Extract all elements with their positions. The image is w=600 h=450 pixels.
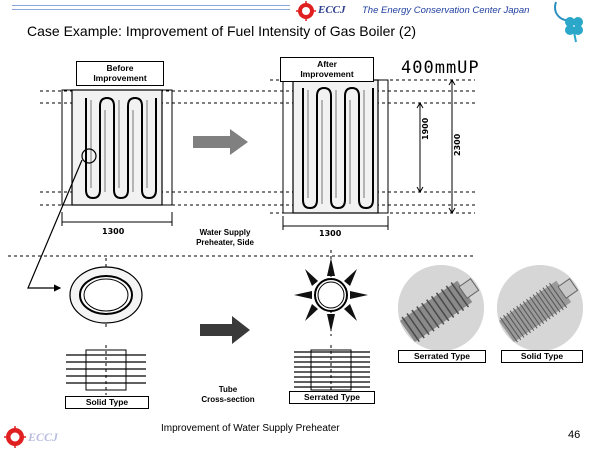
solid-cross-section-drawing <box>69 258 143 330</box>
tube-cross-section-caption: Tube Cross-section <box>188 385 268 405</box>
height-dimension-inner: 1900 <box>421 117 430 140</box>
footer-caption: Improvement of Water Supply Preheater <box>161 423 340 434</box>
header-logo-text: ECCJ <box>318 4 346 16</box>
serrated-tube-photo <box>398 265 484 351</box>
height-increase-text: 400mmUP <box>401 58 480 78</box>
eccj-emblem-icon <box>296 1 316 21</box>
arrow-right-top-icon <box>193 129 248 155</box>
page-number: 46 <box>568 429 581 441</box>
height-dimension-outer: 2300 <box>453 133 462 156</box>
width-dimension-before: 1300 <box>102 227 125 236</box>
side-caption-line1: Water Supply <box>199 228 251 237</box>
slide-title: Case Example: Improvement of Fuel Intens… <box>27 23 417 39</box>
after-improvement-label: After Improvement <box>280 57 374 82</box>
photo-serrated-type-label: Serrated Type <box>398 350 486 363</box>
arrow-right-bottom-icon <box>200 316 250 344</box>
serrated-cross-section-drawing <box>294 250 368 336</box>
serrated-tube-side-drawing <box>294 345 370 395</box>
clover-mascot-icon <box>554 1 583 43</box>
after-unit-drawing <box>282 79 389 214</box>
header-rule-top <box>12 5 290 6</box>
tube-caption-line2: Cross-section <box>201 395 255 404</box>
before-label-line2: Improvement <box>93 73 147 83</box>
after-label-line1: After <box>317 59 337 69</box>
organization-name: The Energy Conservation Center Japan <box>362 5 530 16</box>
solid-tube-side-drawing <box>66 345 146 395</box>
water-supply-preheater-caption: Water Supply Preheater, Side <box>186 228 264 248</box>
serrated-type-label: Serrated Type <box>289 391 375 404</box>
before-label-line1: Before <box>106 63 134 73</box>
photo-solid-type-label: Solid Type <box>501 350 583 363</box>
tube-caption-line1: Tube <box>218 385 238 394</box>
header-rule-bottom <box>12 9 290 10</box>
solid-type-label: Solid Type <box>65 396 149 409</box>
solid-tube-photo <box>497 265 583 351</box>
footer-eccj-emblem-icon <box>4 426 26 448</box>
before-unit-drawing <box>61 89 173 206</box>
side-caption-line2: Preheater, Side <box>196 238 254 247</box>
footer-logo-text: ECCJ <box>28 430 59 444</box>
width-dimension-after: 1300 <box>319 229 342 238</box>
after-label-line2: Improvement <box>300 69 354 79</box>
before-improvement-label: Before Improvement <box>76 61 164 86</box>
